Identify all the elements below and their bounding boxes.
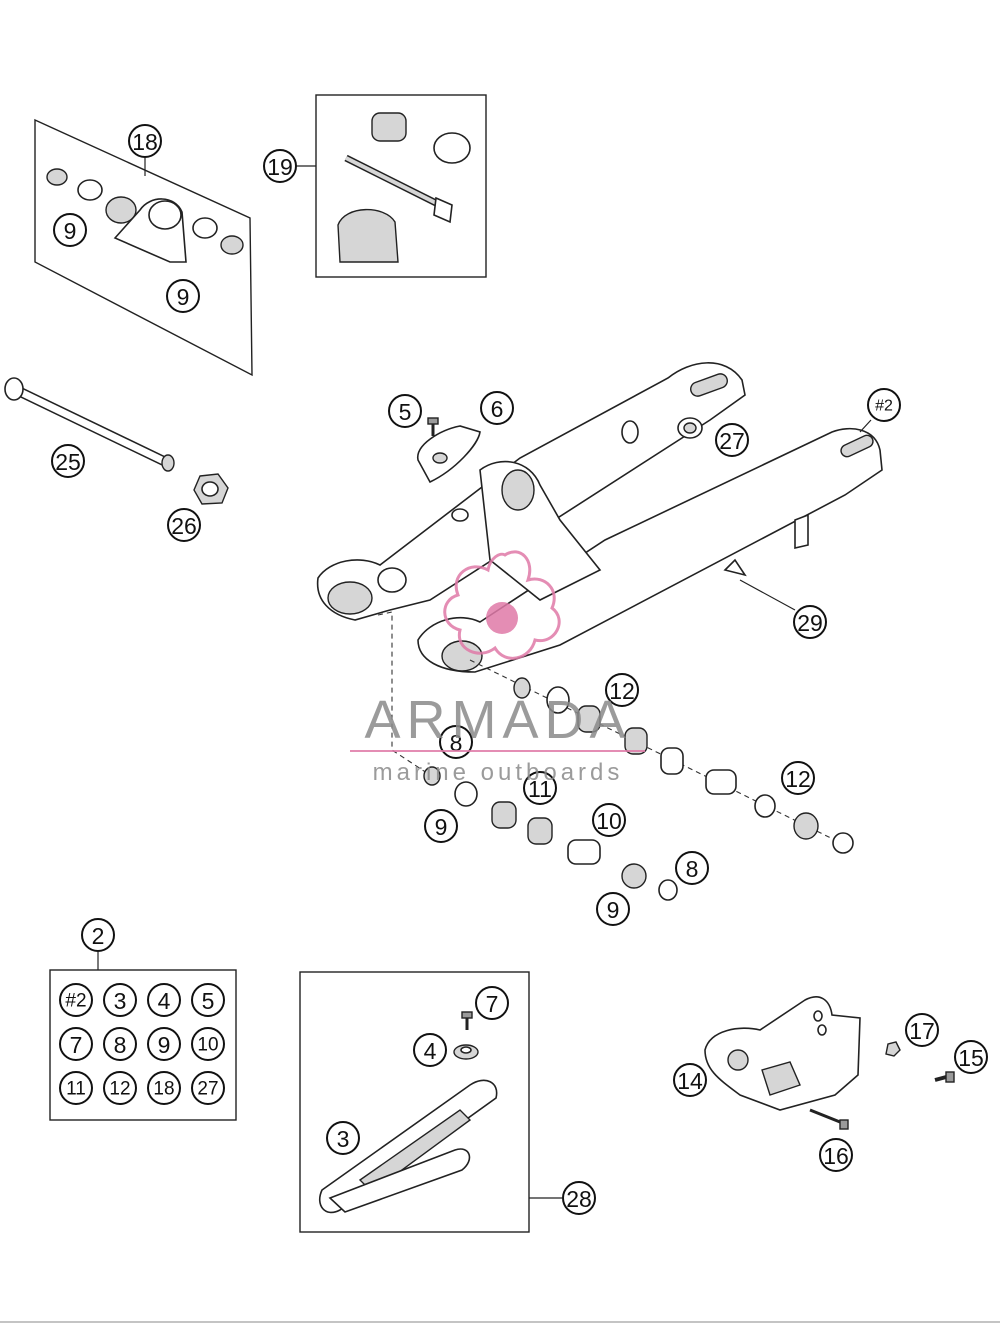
- svg-text:29: 29: [797, 610, 823, 636]
- callout-12[interactable]: 12: [605, 673, 639, 707]
- callout-4[interactable]: 4: [413, 1033, 447, 1067]
- callout-11[interactable]: 11: [523, 771, 557, 805]
- kit-item-7[interactable]: 7: [59, 1027, 93, 1061]
- kit-item-9[interactable]: 9: [147, 1027, 181, 1061]
- kit-28-box: [299, 971, 562, 1233]
- callout-12[interactable]: 12: [781, 761, 815, 795]
- kit-item-11[interactable]: 11: [59, 1071, 93, 1105]
- watermark-brand: ARMADA: [364, 690, 631, 750]
- bearing-row-lower: [423, 766, 678, 901]
- svg-text:14: 14: [677, 1068, 703, 1094]
- chain-guide: [704, 996, 861, 1111]
- svg-text:28: 28: [566, 1186, 592, 1212]
- callout-29[interactable]: 29: [793, 605, 827, 639]
- svg-text:3: 3: [337, 1126, 350, 1152]
- svg-text:11: 11: [66, 1079, 86, 1100]
- svg-text:27: 27: [719, 428, 745, 454]
- svg-text:26: 26: [171, 513, 197, 539]
- svg-text:8: 8: [114, 1032, 127, 1058]
- callout-19[interactable]: 19: [263, 149, 297, 183]
- guide-bolts: [809, 1041, 955, 1130]
- callout-9[interactable]: 9: [53, 213, 87, 247]
- kit-item-5[interactable]: 5: [191, 983, 225, 1017]
- svg-text:18: 18: [132, 129, 158, 155]
- svg-text:4: 4: [158, 988, 171, 1014]
- svg-text:11: 11: [528, 776, 552, 802]
- callout-3[interactable]: 3: [326, 1121, 360, 1155]
- svg-text:27: 27: [197, 1079, 218, 1100]
- callout-9[interactable]: 9: [596, 892, 630, 926]
- kit-19-box: [296, 94, 487, 278]
- svg-text:#2: #2: [875, 398, 893, 415]
- kit-item-12[interactable]: 12: [103, 1071, 137, 1105]
- kit-item-10[interactable]: 10: [191, 1027, 225, 1061]
- swingarm: [316, 362, 883, 673]
- kit-item-27[interactable]: 27: [191, 1071, 225, 1105]
- svg-text:5: 5: [202, 988, 215, 1014]
- svg-text:9: 9: [607, 897, 620, 923]
- callout-8[interactable]: 8: [675, 851, 709, 885]
- svg-text:10: 10: [596, 808, 622, 834]
- callout-18[interactable]: 18: [128, 124, 162, 158]
- kit-18-box: [34, 118, 253, 377]
- callout-10[interactable]: 10: [592, 803, 626, 837]
- svg-text:12: 12: [785, 766, 811, 792]
- watermark-logo: ARMADA marine outboards: [350, 550, 645, 786]
- axle-nut: [193, 473, 229, 505]
- callout-7[interactable]: 7: [475, 986, 509, 1020]
- svg-text:10: 10: [197, 1035, 218, 1056]
- callout-27[interactable]: 27: [715, 423, 749, 457]
- callout-16[interactable]: 16: [819, 1138, 853, 1172]
- svg-text:4: 4: [424, 1038, 437, 1064]
- svg-text:5: 5: [399, 399, 412, 425]
- svg-text:#2: #2: [65, 991, 86, 1012]
- svg-text:8: 8: [450, 730, 463, 756]
- pivot-axle: [4, 377, 175, 472]
- callout-17[interactable]: 17: [905, 1013, 939, 1047]
- kit-2-contents: #2 3 4 5 7 8 9 10 11 12 18 27: [59, 983, 225, 1105]
- kit-2-box: [49, 952, 237, 1121]
- hose-clip: [417, 425, 481, 484]
- svg-text:12: 12: [609, 678, 635, 704]
- svg-text:6: 6: [491, 396, 504, 422]
- callout-2[interactable]: 2: [81, 918, 115, 952]
- svg-text:17: 17: [909, 1018, 935, 1044]
- svg-text:9: 9: [158, 1032, 171, 1058]
- kit-item-3[interactable]: 3: [103, 983, 137, 1017]
- svg-text:12: 12: [109, 1079, 130, 1100]
- svg-text:3: 3: [114, 988, 127, 1014]
- svg-text:7: 7: [486, 991, 499, 1017]
- svg-text:18: 18: [153, 1079, 174, 1100]
- callout-28[interactable]: 28: [562, 1181, 596, 1215]
- svg-text:9: 9: [435, 814, 448, 840]
- watermark-tagline: marine outboards: [373, 759, 624, 786]
- kit-item-18[interactable]: 18: [147, 1071, 181, 1105]
- callout-9[interactable]: 9: [166, 279, 200, 313]
- svg-text:9: 9: [64, 218, 77, 244]
- clip-bolt: [427, 417, 439, 436]
- kit-item-4[interactable]: 4: [147, 983, 181, 1017]
- svg-text:19: 19: [267, 154, 293, 180]
- svg-text:2: 2: [92, 923, 105, 949]
- callout-14[interactable]: 14: [673, 1063, 707, 1097]
- callout-2-swingarm[interactable]: #2: [867, 388, 901, 422]
- bushing-27: [677, 417, 703, 439]
- svg-text:25: 25: [55, 449, 81, 475]
- svg-text:9: 9: [177, 284, 190, 310]
- kit-item-8[interactable]: 8: [103, 1027, 137, 1061]
- callout-6[interactable]: 6: [480, 391, 514, 425]
- kit-item-hash2[interactable]: #2: [59, 983, 93, 1017]
- callout-9[interactable]: 9: [424, 809, 458, 843]
- callout-25[interactable]: 25: [51, 444, 85, 478]
- svg-text:7: 7: [70, 1032, 83, 1058]
- callout-15[interactable]: 15: [954, 1040, 988, 1074]
- callout-26[interactable]: 26: [167, 508, 201, 542]
- svg-text:15: 15: [958, 1045, 984, 1071]
- svg-text:8: 8: [686, 856, 699, 882]
- svg-text:16: 16: [823, 1143, 849, 1169]
- bearing-row-upper: [513, 677, 854, 854]
- callout-5[interactable]: 5: [388, 394, 422, 428]
